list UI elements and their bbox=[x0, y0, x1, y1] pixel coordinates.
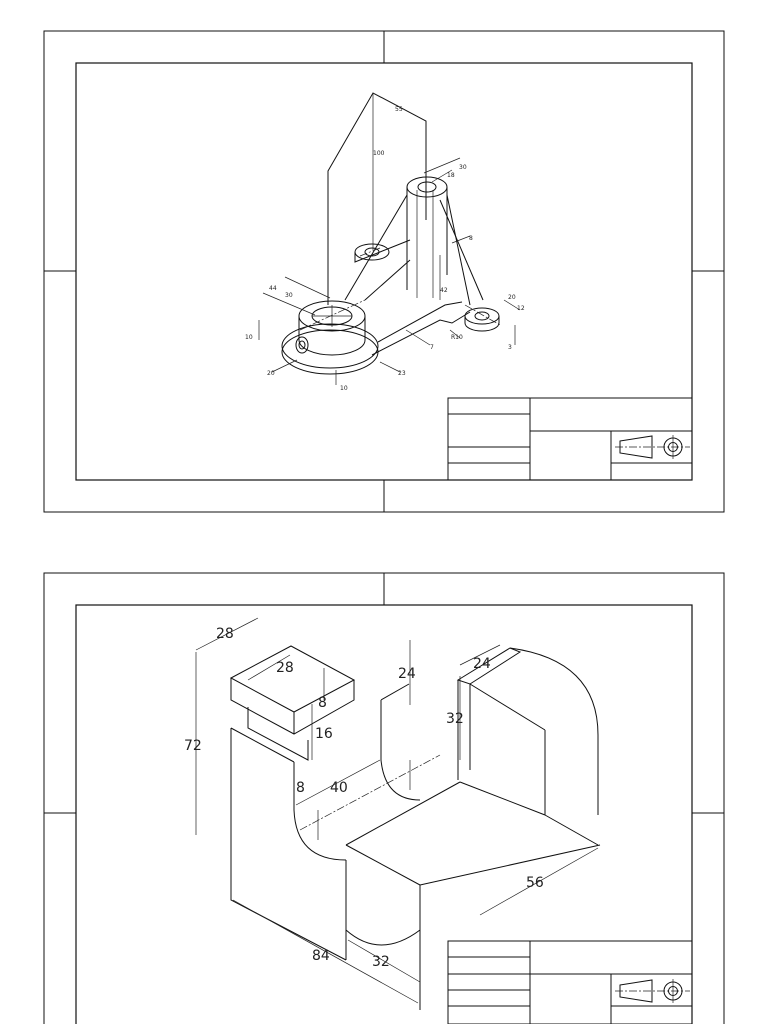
dim2-3: 16 bbox=[315, 726, 333, 742]
dim1-11: 23 bbox=[398, 370, 406, 377]
dim2-9: 40 bbox=[330, 780, 348, 796]
dim1-8: 10 bbox=[245, 334, 253, 341]
dim1-16: 3 bbox=[508, 344, 512, 351]
part-drawing-1 bbox=[258, 92, 521, 385]
dim2-12: 32 bbox=[372, 954, 390, 970]
drawing-frame bbox=[75, 62, 693, 481]
title-block bbox=[447, 940, 693, 1024]
dim1-0: 55 bbox=[395, 106, 403, 113]
dim1-1: 100 bbox=[373, 150, 385, 157]
dim2-5: 72 bbox=[184, 738, 202, 754]
dim1-4: 8 bbox=[469, 235, 473, 242]
drawing-2: 28 28 8 16 8 72 24 32 24 40 56 84 32 bbox=[43, 572, 725, 1024]
dim2-8: 24 bbox=[473, 656, 491, 672]
dim1-10: 10 bbox=[340, 385, 348, 392]
dim1-3: 18 bbox=[447, 172, 455, 179]
dim2-7: 32 bbox=[446, 711, 464, 727]
dim2-1: 28 bbox=[276, 660, 294, 676]
drawing-1: 55 100 30 18 8 42 44 30 10 20 10 23 7 R1… bbox=[43, 30, 725, 513]
outer-border bbox=[43, 30, 725, 513]
dim2-0: 28 bbox=[216, 626, 234, 642]
projection-symbol-icon bbox=[615, 979, 690, 1003]
dim1-14: 20 bbox=[508, 294, 516, 301]
dim1-15: 12 bbox=[517, 305, 525, 312]
dim1-2: 30 bbox=[459, 164, 467, 171]
dim2-4: 8 bbox=[296, 780, 305, 796]
dim1-7: 30 bbox=[285, 292, 293, 299]
dim1-9: 20 bbox=[267, 370, 275, 377]
dim1-13: R10 bbox=[451, 334, 463, 341]
dim2-6: 24 bbox=[398, 666, 416, 682]
projection-symbol-icon bbox=[615, 435, 690, 459]
dim2-2: 8 bbox=[318, 695, 327, 711]
dim1-6: 44 bbox=[269, 285, 277, 292]
dim1-12: 7 bbox=[430, 344, 434, 351]
dim1-5: 42 bbox=[440, 287, 448, 294]
part-drawing-2 bbox=[195, 617, 601, 1010]
dim2-11: 84 bbox=[312, 948, 330, 964]
title-block bbox=[447, 397, 693, 481]
dim2-10: 56 bbox=[526, 875, 544, 891]
